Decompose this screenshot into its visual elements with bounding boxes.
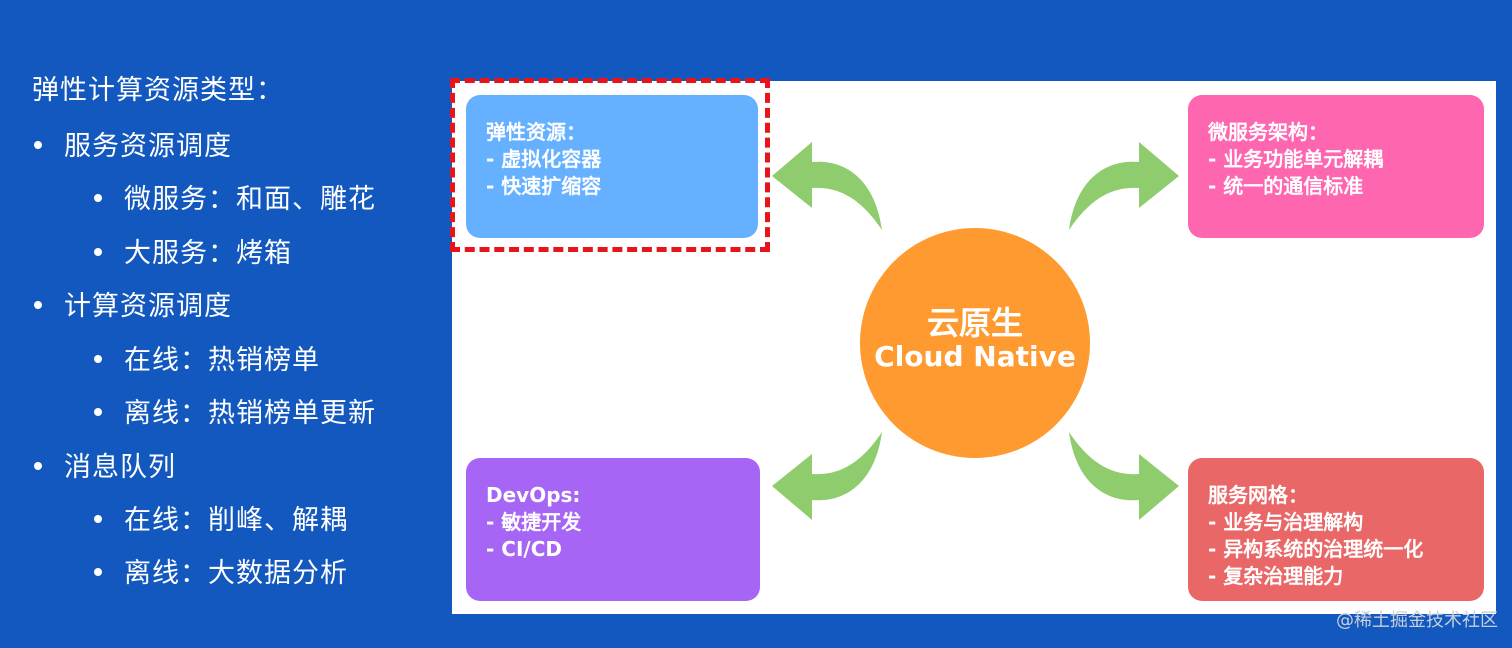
list-item: 微服务：和面、雕花	[94, 177, 376, 216]
box-title: 微服务架构：	[1208, 120, 1328, 144]
box-title: 弹性资源：	[486, 120, 586, 144]
watermark: @稀土掘金技术社区	[1336, 610, 1498, 631]
box-line: - CI/CD	[486, 537, 562, 561]
bullet-icon	[94, 247, 102, 256]
bullet-icon	[94, 567, 102, 576]
arrow-to-service-mesh-icon	[1066, 428, 1181, 538]
arrow-to-devops-icon	[770, 428, 885, 538]
list-item-text: 服务资源调度	[64, 131, 232, 162]
bullet-icon	[34, 461, 42, 470]
bullet-icon	[94, 193, 102, 202]
list-item-text: 计算资源调度	[64, 291, 232, 322]
list-item-text: 大服务：烤箱	[124, 238, 292, 269]
highlight-frame	[450, 78, 770, 252]
resource-type-list: 弹性计算资源类型： 服务资源调度 微服务：和面、雕花 大服务：烤箱 计算资源调度…	[0, 0, 440, 648]
box-line: - 异构系统的治理统一化	[1208, 537, 1424, 561]
list-title: 弹性计算资源类型：	[32, 75, 284, 106]
list-item: 消息队列	[34, 445, 176, 484]
box-line: - 统一的通信标准	[1208, 174, 1364, 198]
bullet-icon	[94, 354, 102, 363]
arrow-to-elastic-icon	[770, 124, 885, 234]
list-item-text: 在线：削峰、解耦	[124, 505, 348, 536]
box-line: - 快速扩缩容	[486, 174, 602, 198]
service-mesh-box: 服务网格： - 业务与治理解构 - 异构系统的治理统一化 - 复杂治理能力	[1188, 458, 1484, 601]
list-item: 在线：削峰、解耦	[94, 498, 348, 537]
list-item: 在线：热销榜单	[94, 338, 320, 377]
list-item: 离线：大数据分析	[94, 551, 348, 590]
cloud-native-circle: 云原生 Cloud Native	[860, 228, 1090, 458]
list-item-text: 离线：热销榜单更新	[124, 398, 376, 429]
list-item: 计算资源调度	[34, 284, 232, 323]
bullet-icon	[94, 514, 102, 523]
bullet-icon	[34, 140, 42, 149]
list-item: 服务资源调度	[34, 124, 232, 163]
box-line: - 虚拟化容器	[486, 147, 602, 171]
list-item: 大服务：烤箱	[94, 231, 292, 270]
box-line: - 业务与治理解构	[1208, 510, 1364, 534]
elastic-resource-box: 弹性资源： - 虚拟化容器 - 快速扩缩容	[466, 95, 758, 238]
box-line: - 敏捷开发	[486, 510, 582, 534]
bullet-icon	[94, 407, 102, 416]
arrow-to-microservice-icon	[1066, 124, 1181, 234]
center-title-en: Cloud Native	[874, 340, 1076, 373]
box-line: - 复杂治理能力	[1208, 564, 1344, 588]
microservice-box: 微服务架构： - 业务功能单元解耦 - 统一的通信标准	[1188, 95, 1484, 238]
list-item-text: 微服务：和面、雕花	[124, 184, 376, 215]
list-item-text: 消息队列	[64, 452, 176, 483]
list-item-text: 在线：热销榜单	[124, 345, 320, 376]
box-line: - 业务功能单元解耦	[1208, 147, 1384, 171]
devops-box: DevOps: - 敏捷开发 - CI/CD	[466, 458, 760, 601]
center-title-cn: 云原生	[926, 304, 1023, 342]
list-item-text: 离线：大数据分析	[124, 558, 348, 589]
list-item: 离线：热销榜单更新	[94, 391, 376, 430]
bullet-icon	[34, 300, 42, 309]
cloud-native-diagram: 弹性资源： - 虚拟化容器 - 快速扩缩容 微服务架构： - 业务功能单元解耦 …	[452, 81, 1496, 614]
box-title: DevOps:	[486, 483, 581, 507]
box-title: 服务网格：	[1208, 483, 1308, 507]
